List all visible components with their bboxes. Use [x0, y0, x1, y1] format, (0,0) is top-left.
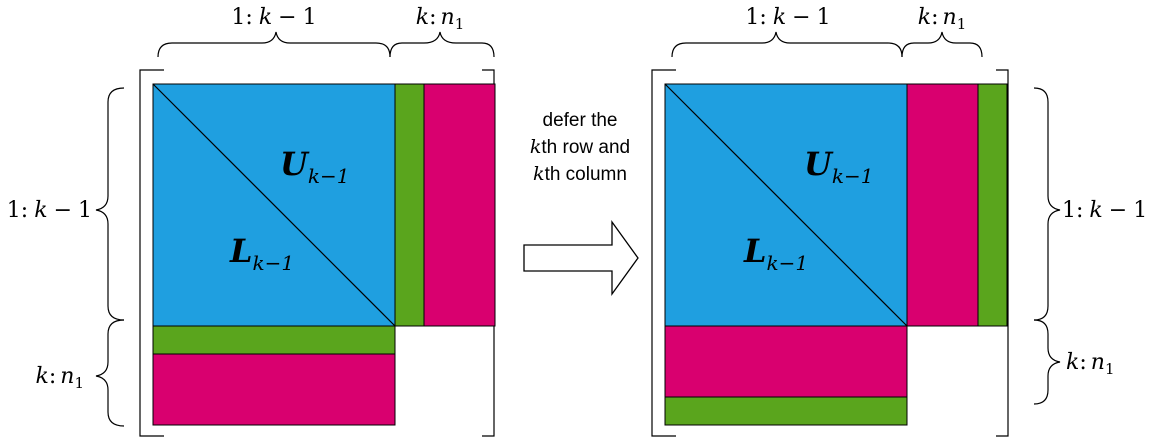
- left-l-label: Lk−1: [229, 232, 294, 275]
- arrow-caption-line3: kth column: [533, 163, 627, 185]
- left-side-label-first: 1:k−1: [7, 198, 92, 223]
- left-green-column: [394, 83, 425, 327]
- right-l-label: Lk−1: [743, 232, 808, 275]
- right-top-label-last: k:n1: [918, 5, 966, 33]
- left-magenta-row-block: [152, 353, 396, 426]
- left-lu-diagonal: [152, 83, 396, 327]
- right-side-label-first: 1:k−1: [1062, 198, 1147, 223]
- right-magenta-row-block: [664, 325, 908, 398]
- right-bracket-right: [996, 69, 1009, 437]
- arrow-caption-line2: kth row and: [530, 136, 630, 158]
- left-bracket-left: [139, 69, 164, 437]
- right-magenta-column-block: [906, 83, 979, 327]
- right-u-label: Uk−1: [804, 145, 874, 188]
- right-green-column: [977, 83, 1008, 327]
- right-top-label-first: 1:k−1: [745, 5, 830, 30]
- right-bracket-left: [651, 69, 676, 437]
- left-u-label: Uk−1: [280, 145, 350, 188]
- left-top-brace-last: [389, 31, 495, 58]
- right-arrow-icon: [523, 219, 639, 297]
- right-lu-diagonal: [664, 83, 908, 327]
- arrow-caption-line1: defer the: [543, 110, 618, 131]
- right-side-label-last: k:n1: [1066, 350, 1114, 378]
- left-top-brace-first: [157, 31, 391, 58]
- right-matrix: 1:k−1 k:n1 Uk−1 Lk−1 1:k−1 k:n1: [651, 5, 1147, 437]
- left-matrix: 1:k−1 k:n1 Uk−1 Lk−1 1:k−1 k:n1: [7, 5, 496, 437]
- left-side-brace-first: [95, 87, 125, 321]
- left-side-brace-last: [95, 319, 125, 427]
- left-magenta-column-block: [423, 83, 496, 327]
- left-top-label-first: 1:k−1: [231, 5, 316, 30]
- right-top-brace-first: [671, 31, 903, 58]
- left-top-label-last: k:n1: [416, 5, 464, 33]
- right-top-brace-last: [901, 31, 983, 58]
- left-green-row: [152, 325, 396, 355]
- left-side-label-last: k:n1: [36, 364, 84, 392]
- right-side-brace-last: [1033, 319, 1061, 405]
- transform-arrow-group: defer the kth row and kth column: [523, 110, 639, 297]
- right-green-row: [664, 396, 908, 426]
- right-side-brace-first: [1033, 87, 1061, 321]
